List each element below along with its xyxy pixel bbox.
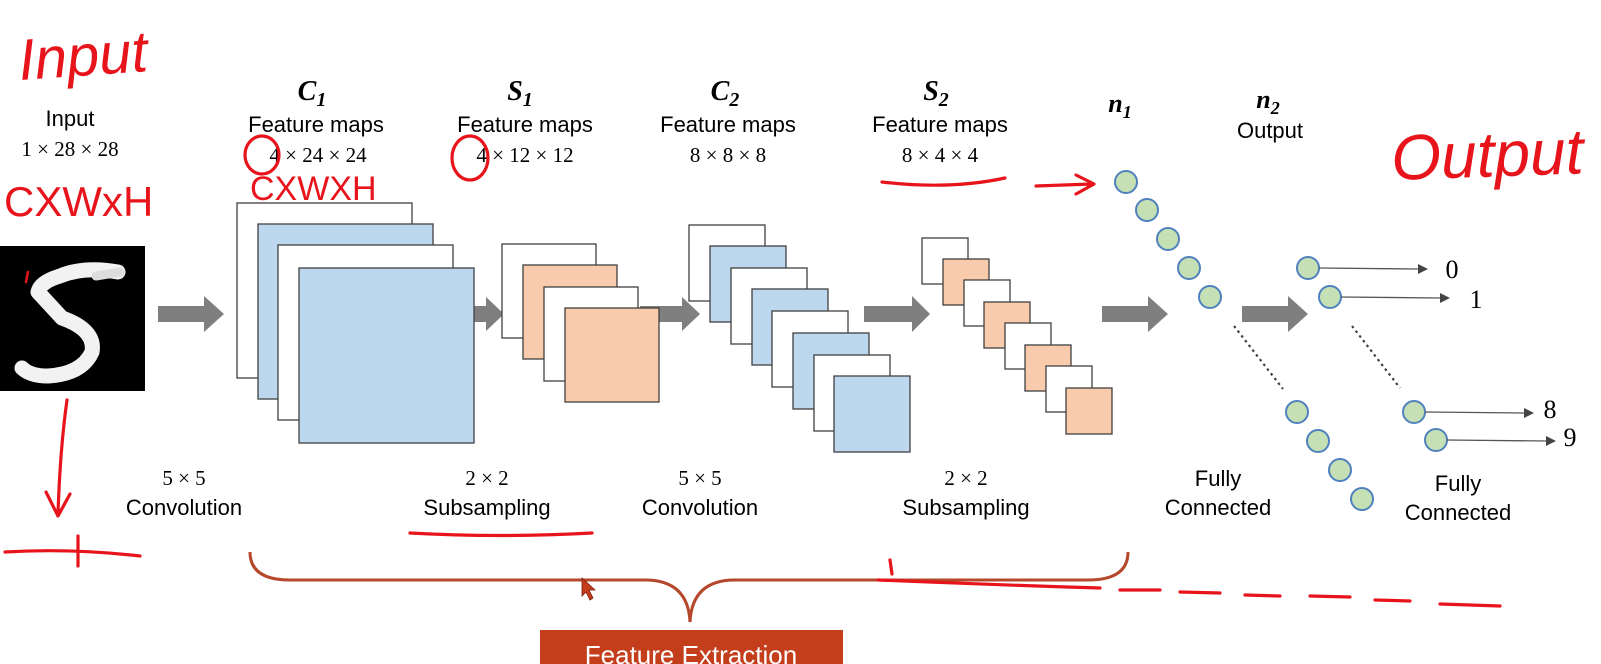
input-underline-tick: [3, 534, 142, 568]
c2-map-8: [833, 375, 911, 453]
flow-arrows: [158, 296, 1308, 332]
sub2-name: Subsampling: [902, 495, 1029, 520]
n1-node: [1156, 227, 1180, 251]
circle-s1-channels: [450, 134, 490, 182]
handwritten-output-word: Output: [1390, 115, 1587, 194]
n1-node: [1328, 458, 1352, 482]
fc1-line2: Connected: [1165, 495, 1271, 520]
sub2-kernel: 2 × 2: [944, 466, 987, 490]
conv1-name: Convolution: [126, 495, 242, 520]
n1-nodes: [1114, 170, 1374, 511]
c2-title: C2: [711, 76, 740, 111]
s1-caption: Feature maps: [457, 112, 593, 137]
c2-title-sub: 2: [728, 89, 739, 111]
handwritten-cwh-c1: CXWXH: [250, 170, 377, 208]
s2-dims: 8 × 4 × 4: [902, 143, 979, 167]
s1-title-main: S: [507, 76, 523, 107]
n2-title-sub: 2: [1270, 98, 1280, 118]
s1-map-4: [564, 307, 660, 403]
n2-caption: Output: [1237, 118, 1303, 143]
c1-title: C1: [298, 76, 327, 111]
output-label-8: 8: [1544, 395, 1557, 424]
conv2-name: Convolution: [642, 495, 758, 520]
input-dims: 1 × 28 × 28: [21, 137, 118, 161]
c1-title-sub: 1: [316, 89, 326, 111]
n2-title-main: n: [1256, 85, 1270, 114]
s2-title: S2: [923, 76, 949, 111]
n2-node-0: [1296, 256, 1320, 280]
output-label-1: 1: [1470, 285, 1483, 314]
feature-extraction-brace: [248, 551, 1130, 623]
s1-title-sub: 1: [523, 89, 533, 111]
n1-node: [1177, 256, 1201, 280]
arrow-to-n1: [1034, 173, 1096, 196]
n2-title: n2: [1256, 85, 1279, 118]
arrow-s1-to-c2: [640, 297, 700, 331]
n2-nodes: [1296, 256, 1448, 452]
arrow-down-from-input: [44, 398, 72, 518]
s2-title-sub: 2: [938, 89, 949, 111]
fc1-line1: Fully: [1195, 466, 1241, 491]
n1-node: [1135, 198, 1159, 222]
n1-node: [1285, 400, 1309, 424]
c2-feature-maps: [688, 224, 911, 453]
conv2-kernel: 5 × 5: [678, 466, 721, 490]
fc2-line2: Connected: [1405, 500, 1511, 525]
n2-node-9: [1424, 428, 1448, 452]
s2-caption: Feature maps: [872, 112, 1008, 137]
c1-caption: Feature maps: [248, 112, 384, 137]
fc2-line1: Fully: [1435, 471, 1481, 496]
n2-node-8: [1402, 400, 1426, 424]
circle-c1-channels: [243, 134, 281, 176]
underline-s2-dims: [880, 176, 1007, 187]
arrow-s2-to-n1: [1102, 296, 1168, 332]
underline-subsampling: [408, 531, 594, 538]
sub1-name: Subsampling: [423, 495, 550, 520]
feature-extraction-banner: [540, 630, 843, 664]
c1-feature-maps: [236, 202, 475, 444]
n1-node: [1306, 429, 1330, 453]
arrow-c2-to-s2: [864, 296, 930, 332]
dashed-brace-extension: [876, 578, 1502, 608]
mouse-cursor-icon: [581, 577, 597, 601]
handwritten-cwh-input: CXWxH: [4, 178, 153, 225]
c2-dims: 8 × 8 × 8: [690, 143, 766, 167]
output-label-9: 9: [1564, 423, 1577, 452]
n2-node-1: [1318, 285, 1342, 309]
c1-map-4: [298, 267, 475, 444]
c1-dims: 4 × 24 × 24: [269, 143, 367, 167]
s1-feature-maps: [501, 243, 660, 403]
s2-map-8: [1065, 387, 1113, 435]
s2-feature-maps: [921, 237, 1113, 435]
s1-dims: 4 × 12 × 12: [476, 143, 573, 167]
n1-title-sub: 1: [1123, 102, 1132, 122]
sub1-kernel: 2 × 2: [465, 466, 508, 490]
n1-node: [1350, 487, 1374, 511]
s2-title-main: S: [923, 76, 939, 107]
n1-title-main: n: [1108, 89, 1122, 118]
handwritten-input-word: Input: [16, 19, 152, 93]
arrow-input-to-c1: [158, 296, 224, 332]
n1-title: n1: [1108, 89, 1131, 122]
c2-title-main: C: [711, 76, 730, 107]
n1-ellipsis-dots: [1233, 325, 1284, 390]
input-digit-image: [0, 246, 145, 391]
n2-ellipsis-dots: [1351, 325, 1401, 389]
feature-extraction-label: Feature Extraction: [585, 640, 797, 664]
tick-near-brace: [888, 558, 894, 576]
conv1-kernel: 5 × 5: [162, 466, 205, 490]
c1-title-main: C: [298, 76, 317, 107]
output-label-0: 0: [1446, 255, 1459, 284]
arrow-c1-to-s1: [470, 297, 504, 331]
n1-node: [1198, 285, 1222, 309]
red-annotations: [3, 134, 1502, 608]
arrow-n1-to-n2: [1242, 296, 1308, 332]
input-label: Input: [46, 106, 95, 131]
s1-title: S1: [507, 76, 533, 111]
output-arrows: [1318, 264, 1556, 446]
n1-node: [1114, 170, 1138, 194]
c2-caption: Feature maps: [660, 112, 796, 137]
